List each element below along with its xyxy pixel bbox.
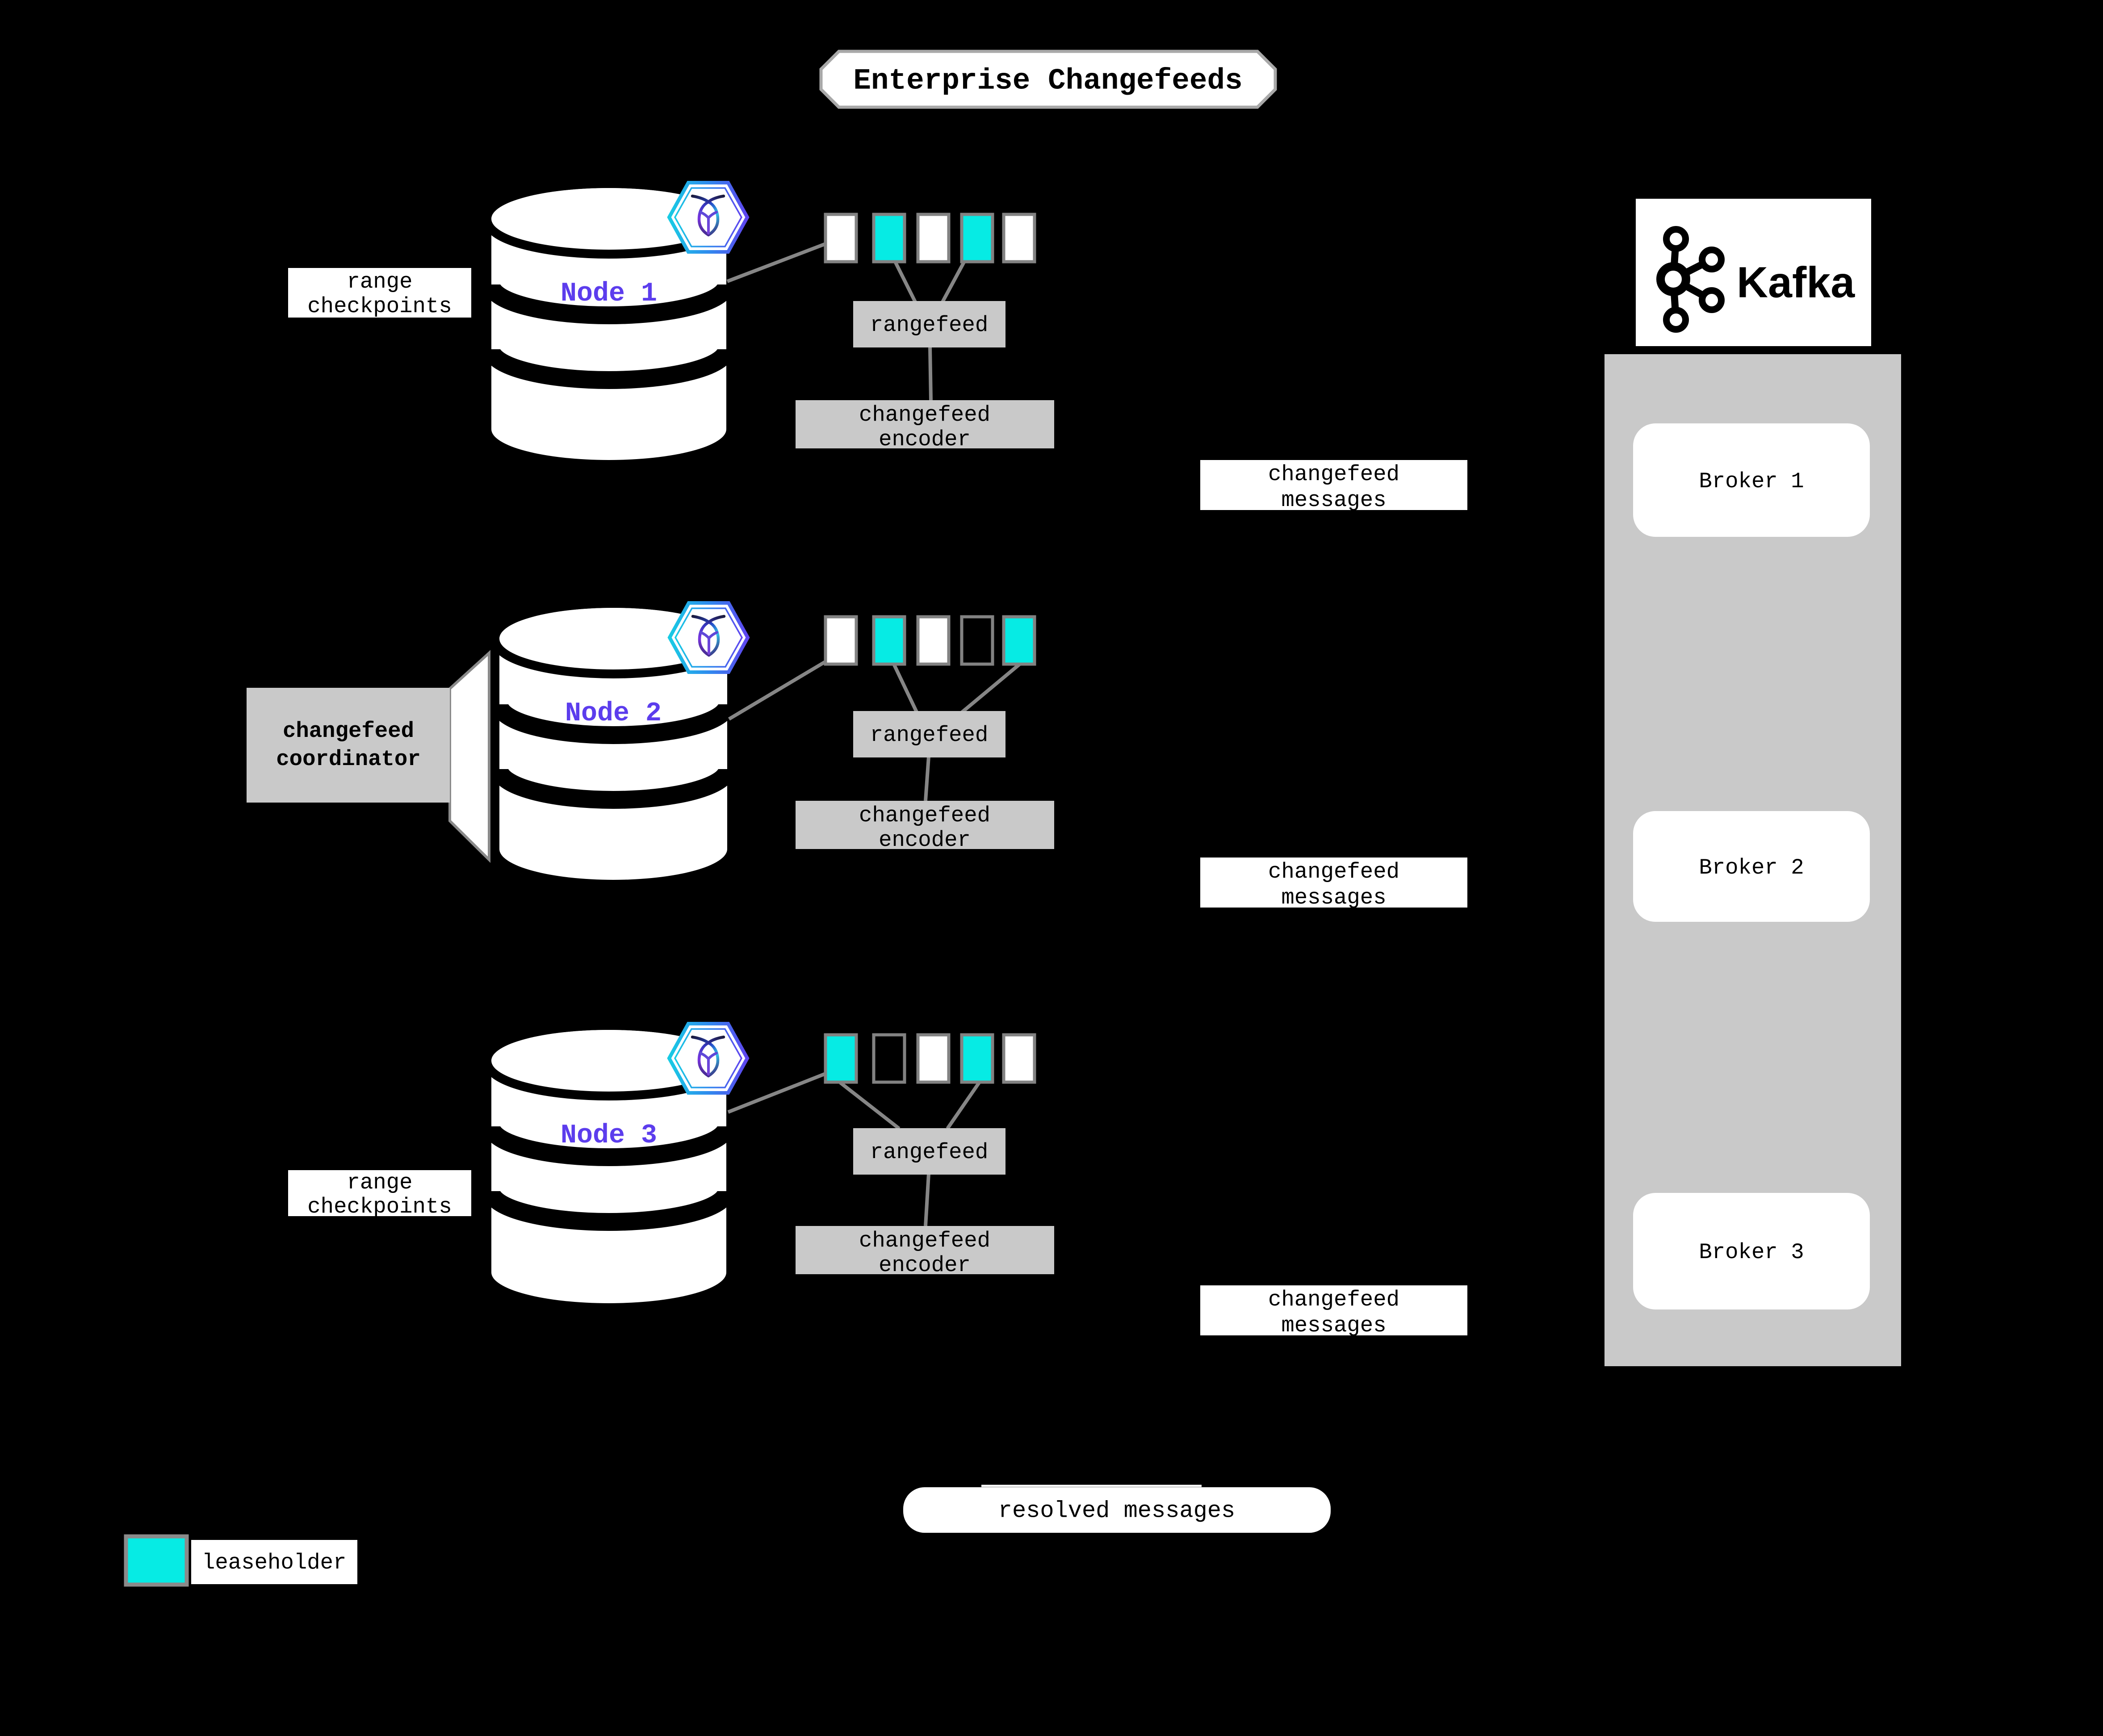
svg-text:Kafka: Kafka: [1737, 258, 1855, 307]
svg-text:changefeed: changefeed: [1268, 859, 1399, 884]
svg-text:resolved messages: resolved messages: [998, 1498, 1236, 1524]
svg-text:range: range: [347, 269, 412, 294]
svg-text:Node 1: Node 1: [561, 279, 657, 309]
svg-text:encoder: encoder: [879, 427, 971, 452]
svg-text:Broker 3: Broker 3: [1699, 1240, 1804, 1265]
svg-text:Broker 1: Broker 1: [1699, 469, 1804, 494]
svg-text:encoder: encoder: [879, 828, 971, 853]
svg-text:leaseholder: leaseholder: [202, 1550, 346, 1575]
svg-text:rangefeed: rangefeed: [870, 723, 989, 748]
svg-text:rangefeed: rangefeed: [870, 313, 989, 338]
svg-text:coordinator: coordinator: [276, 747, 420, 772]
svg-text:Node 2: Node 2: [565, 699, 662, 729]
svg-text:changefeed: changefeed: [1268, 462, 1399, 487]
svg-text:changefeed: changefeed: [859, 402, 990, 427]
svg-text:messages: messages: [1281, 488, 1386, 513]
svg-text:Enterprise Changefeeds: Enterprise Changefeeds: [853, 64, 1242, 98]
svg-text:rangefeed: rangefeed: [870, 1140, 989, 1165]
svg-text:messages: messages: [1281, 1313, 1386, 1338]
svg-text:checkpoints: checkpoints: [307, 1194, 452, 1219]
svg-text:encoder: encoder: [879, 1253, 971, 1278]
svg-text:changefeed: changefeed: [1268, 1287, 1399, 1312]
svg-text:messages: messages: [1281, 885, 1386, 910]
svg-text:Node 3: Node 3: [561, 1121, 657, 1151]
svg-text:Broker 2: Broker 2: [1699, 855, 1804, 880]
svg-text:changefeed: changefeed: [859, 803, 990, 828]
svg-text:range: range: [347, 1170, 412, 1195]
svg-text:checkpoints: checkpoints: [307, 294, 452, 319]
svg-text:changefeed: changefeed: [283, 719, 414, 744]
svg-text:changefeed: changefeed: [859, 1228, 990, 1253]
